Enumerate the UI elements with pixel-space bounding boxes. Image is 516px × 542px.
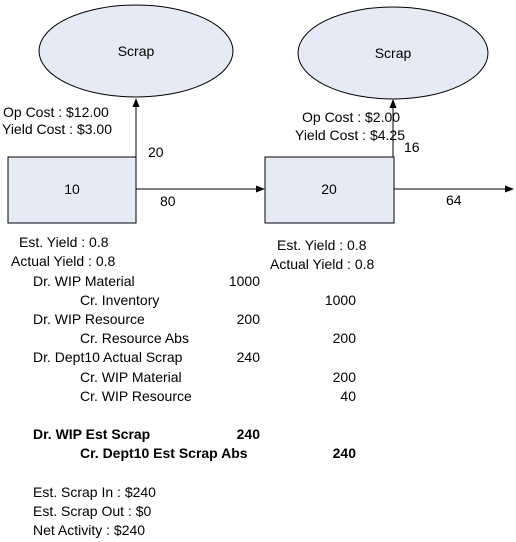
scrap-label-left: Scrap: [118, 43, 155, 59]
journal-credit: 200: [332, 330, 356, 346]
journal-credit: 1000: [324, 292, 356, 308]
dept-20-box: [264, 156, 395, 224]
op-cost-left: Op Cost : $12.00: [3, 104, 109, 120]
journal-debit: 240: [236, 349, 260, 365]
journal-credit: 200: [332, 369, 356, 385]
journal-label: Cr. Resource Abs: [80, 330, 189, 346]
op-cost-right: Op Cost : $2.00: [302, 109, 401, 125]
journal-debit: 200: [236, 311, 260, 327]
journal-label: Dr. WIP Resource: [33, 311, 145, 327]
journal-bold-debit: 240: [236, 426, 260, 442]
yield-cost-left: Yield Cost : $3.00: [2, 121, 112, 137]
dept-20-label: 20: [321, 181, 337, 197]
journal-bold-credit: 240: [332, 445, 356, 461]
yield-cost-right: Yield Cost : $4.25: [295, 127, 405, 143]
scrap-ellipse-left: [38, 4, 234, 98]
est-scrap-in: Est. Scrap In : $240: [33, 484, 156, 500]
flow-label-left-scrap: 20: [148, 144, 164, 160]
flow-label-right-scrap: 16: [404, 139, 420, 155]
dept-10-label: 10: [64, 181, 80, 197]
journal-bold-label: Dr. WIP Est Scrap: [33, 426, 151, 442]
journal-label: Cr. WIP Material: [80, 369, 182, 385]
est-yield-left: Est. Yield : 0.8: [19, 234, 109, 250]
dept-10-box: [7, 156, 137, 224]
flow-label-dept20-out: 64: [446, 192, 462, 208]
journal-label: Cr. Inventory: [80, 292, 160, 308]
net-activity: Net Activity : $240: [33, 522, 146, 538]
actual-yield-left: Actual Yield : 0.8: [11, 253, 116, 269]
flow-label-dept10-to-dept20: 80: [160, 193, 176, 209]
scrap-ellipse-right: [297, 6, 489, 100]
journal-debit: 1000: [228, 273, 260, 289]
est-yield-right: Est. Yield : 0.8: [277, 237, 367, 253]
journal-label: Dr. Dept10 Actual Scrap: [33, 349, 183, 365]
journal-credit: 40: [340, 388, 356, 404]
journal-label: Cr. WIP Resource: [80, 388, 192, 404]
est-scrap-out: Est. Scrap Out : $0: [33, 503, 152, 519]
actual-yield-right: Actual Yield : 0.8: [270, 256, 375, 272]
scrap-label-right: Scrap: [375, 45, 412, 61]
journal-label: Dr. WIP Material: [33, 273, 135, 289]
journal-bold-label: Cr. Dept10 Est Scrap Abs: [80, 445, 248, 461]
